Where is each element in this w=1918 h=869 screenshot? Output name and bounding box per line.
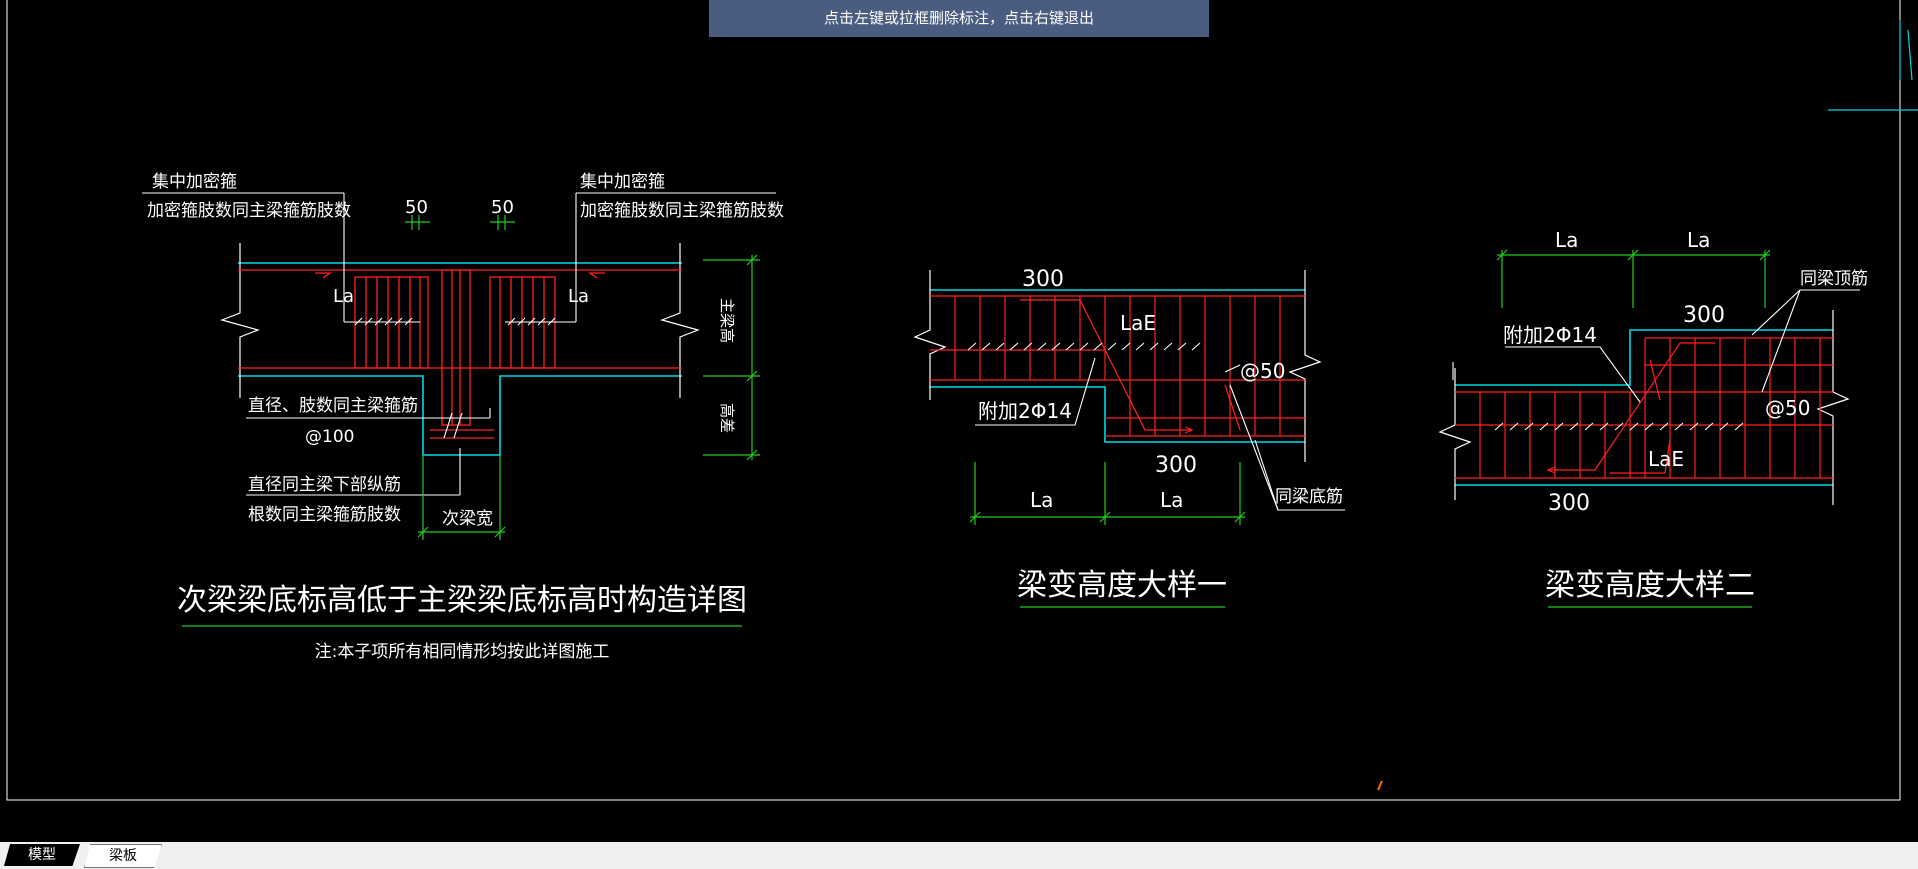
detail1-mid-label-1: 直径、肢数同主梁箍筋 (248, 396, 418, 416)
corner-mark (1828, 20, 1918, 111)
drawing-frame (6, 0, 1901, 801)
detail2-title: 梁变高度大样一 (1017, 568, 1227, 603)
detail1-note: 注:本子项所有相同情形均按此详图施工 (315, 642, 610, 662)
detail2-leaders (967, 342, 1345, 511)
detail1-mid-label-2: @100 (305, 427, 354, 447)
detail1-secondary-width: 次梁宽 (442, 509, 493, 529)
detail1-left-label-1: 集中加密箍 (152, 172, 237, 192)
detail3-at50: @50 (1765, 396, 1810, 420)
detail1-dim-50-left: 50 (405, 197, 428, 218)
detail3-rebar (1455, 337, 1833, 479)
detail3-extra: 附加2Φ14 (1503, 323, 1597, 347)
detail1-la-right: La (568, 286, 589, 307)
detail2-at50: @50 (1240, 359, 1285, 383)
detail3-dimensions (1496, 249, 1771, 608)
detail1-bottom-label-2: 根数同主梁箍筋肢数 (248, 505, 401, 525)
detail1-right-label-2: 加密箍肢数同主梁箍筋肢数 (580, 201, 784, 221)
detail2-la-2: La (1160, 488, 1183, 512)
detail3-top-bar: 同梁顶筋 (1800, 269, 1868, 289)
layout-tab-bar: 模型 梁板 (0, 842, 1918, 869)
detail1-break-marks (220, 243, 700, 398)
detail2-beam-outline (930, 289, 1305, 443)
detail1-right-label-1: 集中加密箍 (580, 172, 665, 192)
detail3-la-1: La (1555, 228, 1578, 252)
detail3-title: 梁变高度大样二 (1545, 568, 1755, 603)
detail2-dim-300-top: 300 (1022, 267, 1064, 292)
detail1-bottom-label-1: 直径同主梁下部纵筋 (248, 475, 401, 495)
detail1-main-beam-height: 主梁高 (718, 298, 736, 343)
detail3-la-2: La (1687, 228, 1710, 252)
detail1-title: 次梁梁底标高低于主梁梁底标高时构造详图 (177, 583, 747, 618)
detail1-drawing[interactable]: 集中加密箍 加密箍肢数同主梁箍筋肢数 集中加密箍 加密箍肢数同主梁箍筋肢数 50… (142, 172, 784, 662)
detail3-lae: LaE (1648, 447, 1684, 471)
detail1-beam-outline (238, 262, 682, 456)
cad-drawing-canvas[interactable]: 集中加密箍 加密箍肢数同主梁箍筋肢数 集中加密箍 加密箍肢数同主梁箍筋肢数 50… (0, 0, 1918, 842)
detail1-leaders (142, 192, 776, 496)
command-hint-bar: 点击左键或拉框删除标注，点击右键退出 (709, 0, 1209, 37)
detail2-drawing[interactable]: 300 LaE @50 附加2Φ14 300 La La 同梁底筋 梁变高度大样… (913, 267, 1345, 608)
detail2-bottom-bar: 同梁底筋 (1275, 487, 1343, 507)
detail2-break-marks (913, 270, 1322, 462)
detail3-dim-300-bottom: 300 (1548, 491, 1590, 516)
detail3-dim-300-top: 300 (1683, 303, 1725, 328)
detail2-lae: LaE (1120, 311, 1156, 335)
detail3-beam-outline (1455, 329, 1833, 486)
detail3-break-marks (1438, 310, 1850, 505)
detail3-leaders (1452, 289, 1860, 431)
detail2-dim-300-bottom: 300 (1155, 453, 1197, 478)
stray-mark (1377, 780, 1383, 791)
detail1-dim-50-right: 50 (491, 197, 514, 218)
detail1-left-label-2: 加密箍肢数同主梁箍筋肢数 (147, 201, 351, 221)
detail2-rebar (930, 295, 1305, 437)
detail1-dimensions (182, 215, 760, 627)
detail2-la-1: La (1030, 488, 1053, 512)
tab-model[interactable]: 模型 (4, 844, 80, 866)
detail1-la-left: La (333, 286, 354, 307)
tab-beam-slab[interactable]: 梁板 (84, 844, 162, 868)
detail3-drawing[interactable]: La La 同梁顶筋 300 附加2Φ14 @50 LaE 300 梁变高度大样… (1438, 228, 1868, 608)
detail2-dimensions (969, 462, 1246, 608)
detail1-height-diff: 高差 (718, 403, 736, 433)
detail2-extra: 附加2Φ14 (978, 399, 1072, 423)
